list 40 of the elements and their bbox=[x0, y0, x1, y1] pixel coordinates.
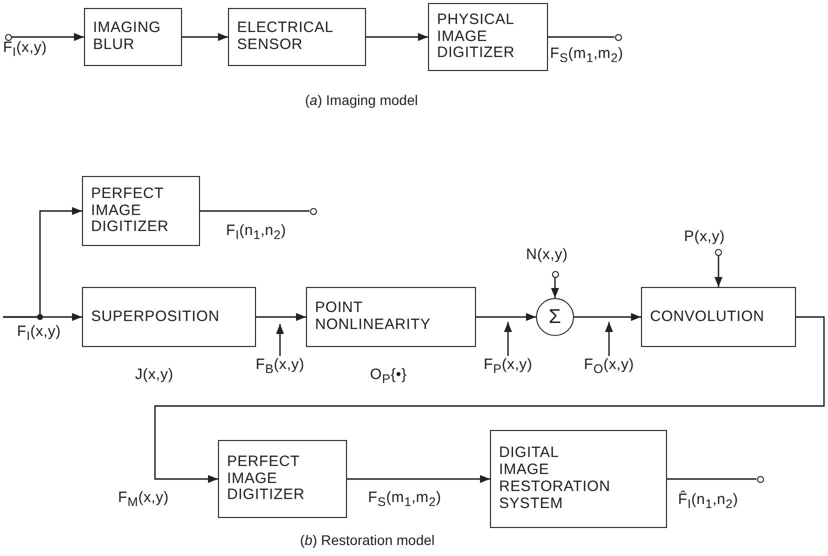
signal-label: F̂$_{I}$(n$_{1}$,n$_{2}$) bbox=[678, 491, 738, 511]
pointer-arrow bbox=[504, 322, 512, 356]
signal-arrow bbox=[3, 313, 82, 321]
process-box: IMAGING BLUR bbox=[84, 8, 182, 66]
process-box: PERFECT IMAGE DIGITIZER bbox=[82, 176, 200, 246]
process-box: POINT NONLINEARITY bbox=[306, 287, 476, 347]
signal-label: F$_{B}$(x,y) bbox=[248, 356, 312, 376]
signal-label: F$_{I}$(n$_{1}$,n$_{2}$) bbox=[226, 222, 286, 242]
process-box: DIGITAL IMAGE RESTORATION SYSTEM bbox=[490, 430, 667, 528]
operator-label: O$_{P}${•} bbox=[370, 366, 407, 386]
signal-label: F$_{P}$(x,y) bbox=[476, 356, 540, 376]
process-box: CONVOLUTION bbox=[641, 287, 796, 347]
signal-label: P(x,y) bbox=[684, 228, 725, 245]
signal-arrow bbox=[12, 33, 84, 41]
signal-label: F$_{I}$(x,y) bbox=[4, 323, 74, 343]
signal-label: F$_{S}$(m$_{1}$,m$_{2}$) bbox=[368, 489, 442, 509]
signal-arrow bbox=[347, 475, 490, 483]
signal-label: F$_{O}$(x,y) bbox=[577, 356, 641, 376]
signal-label: F$_{I}$(x,y) bbox=[3, 39, 47, 59]
signal-label: N(x,y) bbox=[526, 246, 568, 263]
signal-arrow bbox=[182, 33, 228, 41]
process-box: SUPERPOSITION bbox=[82, 287, 256, 347]
signal-arrow bbox=[476, 313, 536, 321]
process-box: PHYSICAL IMAGE DIGITIZER bbox=[428, 3, 548, 71]
signal-arrow bbox=[366, 33, 428, 41]
signal-label: F$_{S}$(m$_{1}$,m$_{2}$) bbox=[550, 45, 624, 65]
process-box: ELECTRICAL SENSOR bbox=[228, 8, 366, 66]
pointer-arrow bbox=[276, 324, 284, 356]
figure-caption: (b) Restoration model bbox=[300, 532, 435, 548]
summing-junction: Σ bbox=[536, 298, 574, 336]
figure-caption: (a) Imaging model bbox=[305, 92, 418, 108]
process-box: PERFECT IMAGE DIGITIZER bbox=[218, 440, 347, 518]
signal-arrow bbox=[574, 313, 641, 321]
signal-arrow bbox=[714, 256, 722, 287]
operator-label: J(x,y) bbox=[135, 366, 174, 383]
signal-arrow bbox=[154, 316, 825, 483]
signal-arrow bbox=[256, 313, 306, 321]
signal-arrow bbox=[551, 278, 559, 298]
signal-label: F$_{M}$(x,y) bbox=[118, 489, 169, 509]
pointer-arrow bbox=[605, 322, 613, 356]
